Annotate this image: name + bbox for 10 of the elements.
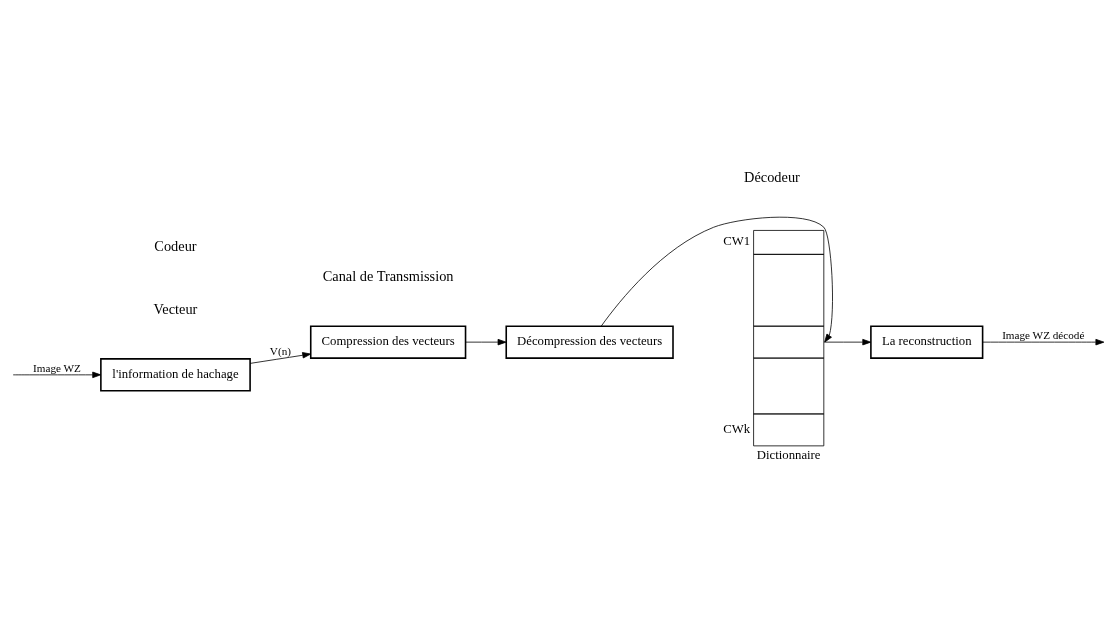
edge-label: Image WZ décodé <box>1002 329 1085 342</box>
label: Vecteur <box>153 300 198 317</box>
node-label: CWk <box>723 421 751 436</box>
label: Codeur <box>154 237 197 254</box>
node-label: Dictionnaire <box>756 448 821 463</box>
label: Canal de Transmission <box>322 268 454 285</box>
label: Décodeur <box>744 169 800 186</box>
edge-label: V(n) <box>269 345 291 358</box>
node-label: CW1 <box>723 234 751 249</box>
edge-label: Image WZ <box>33 361 81 374</box>
